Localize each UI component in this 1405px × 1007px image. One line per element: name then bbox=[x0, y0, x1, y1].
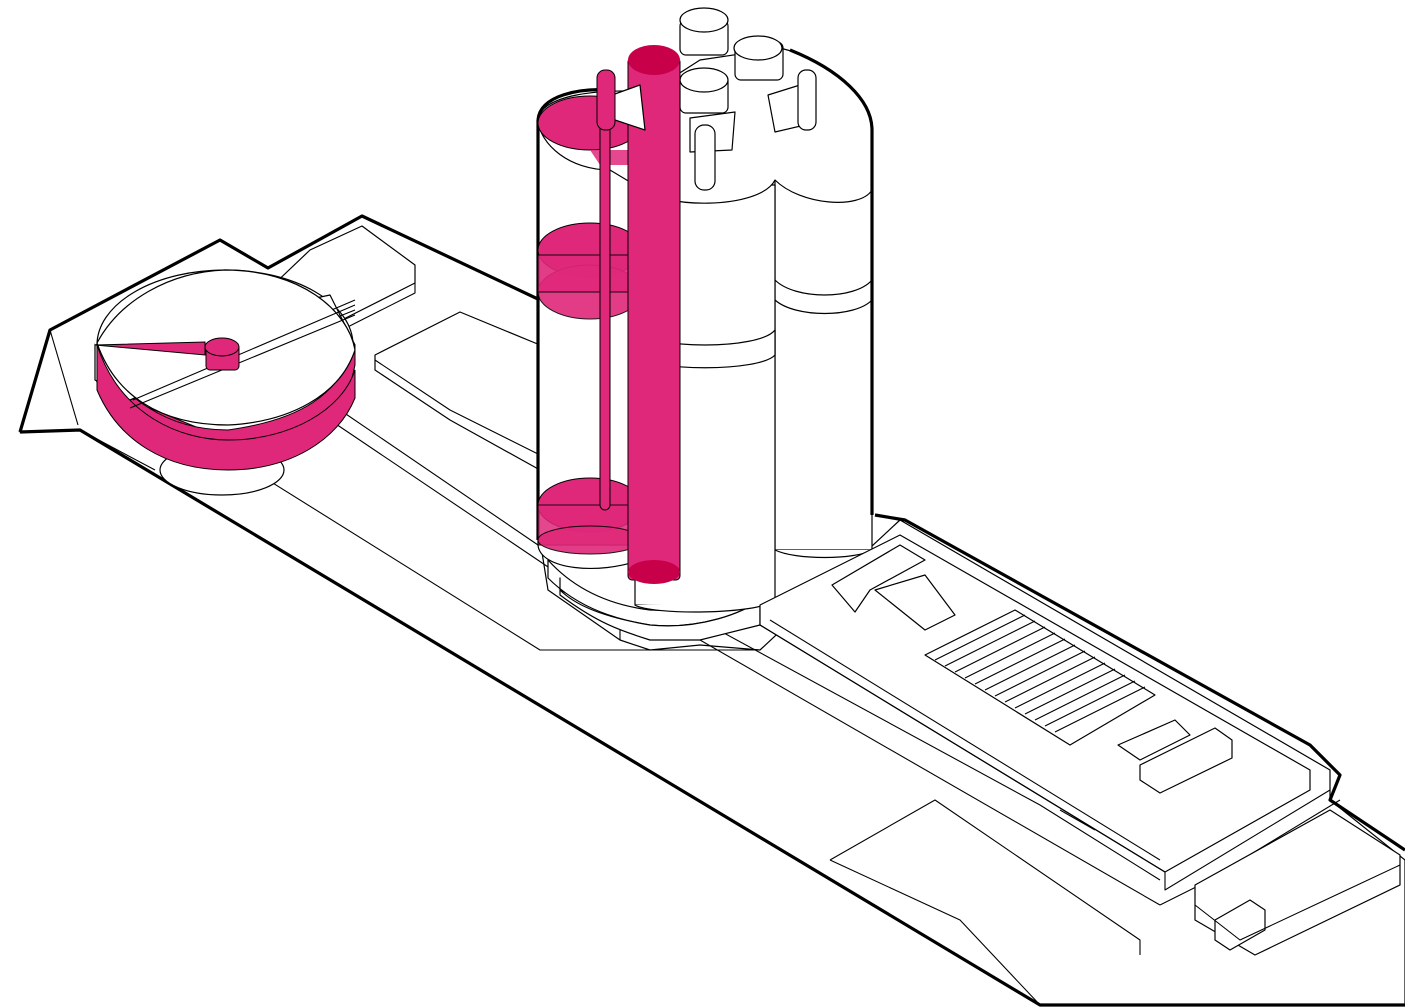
right-wing bbox=[759, 534, 1401, 956]
outline-shape bbox=[49, 329, 79, 426]
tower-crown bbox=[596, 7, 817, 191]
outline-shape bbox=[679, 7, 729, 33]
outline-shape bbox=[132, 304, 356, 401]
outline-shape bbox=[994, 650, 1086, 697]
outline-shape bbox=[18, 214, 541, 433]
outline-shape bbox=[694, 124, 716, 191]
outline-shape bbox=[944, 620, 1036, 667]
outline-shape bbox=[129, 314, 356, 409]
outline-shape bbox=[1004, 656, 1096, 703]
outline-shape bbox=[1014, 662, 1106, 709]
outline-shape bbox=[874, 513, 1405, 852]
outline-shape bbox=[1117, 719, 1191, 761]
outline-shape bbox=[79, 429, 156, 471]
outline-shape bbox=[831, 544, 926, 613]
outline-shape bbox=[1044, 680, 1136, 727]
outline-shape bbox=[759, 624, 1331, 891]
outline-shape bbox=[374, 359, 541, 456]
outline-shape bbox=[1059, 809, 1096, 831]
outline-shape bbox=[769, 619, 1161, 861]
outline-shape bbox=[733, 35, 783, 61]
outline-shape bbox=[829, 859, 1041, 1006]
highlighted-shape bbox=[96, 344, 356, 471]
outline-shape bbox=[1054, 686, 1146, 733]
stair-shaft-thin bbox=[599, 84, 611, 511]
outline-shape bbox=[699, 619, 1161, 881]
outline-shape bbox=[974, 638, 1066, 685]
outline-shape bbox=[774, 179, 873, 551]
outline-shape bbox=[984, 644, 1076, 691]
outline-shape bbox=[1024, 668, 1116, 715]
outline-shape bbox=[1214, 899, 1266, 951]
highlighted-shape bbox=[204, 337, 240, 357]
stair-treads bbox=[934, 614, 1146, 733]
highlighted-shape bbox=[596, 69, 616, 131]
outline-shape bbox=[829, 799, 1141, 955]
dome bbox=[94, 269, 356, 496]
outline-shape bbox=[559, 577, 761, 641]
outline-shape bbox=[1139, 727, 1233, 794]
outline-shape bbox=[874, 574, 956, 631]
highlighted-shape bbox=[537, 525, 643, 555]
outline-shape bbox=[934, 614, 1026, 661]
highlighted-shape bbox=[628, 45, 680, 75]
outline-shape bbox=[679, 67, 729, 93]
highlighted-shape bbox=[537, 254, 639, 293]
outline-shape bbox=[797, 69, 817, 131]
outline-shape bbox=[964, 632, 1056, 679]
outline-shape bbox=[1194, 864, 1401, 941]
outline-shape bbox=[954, 626, 1046, 673]
outline-shape bbox=[789, 48, 874, 515]
highlighted-shape bbox=[628, 560, 680, 584]
outline-shape bbox=[699, 639, 1161, 906]
vertical-circulation-core bbox=[627, 57, 681, 581]
outline-shape bbox=[1034, 674, 1126, 721]
outline-shape bbox=[339, 409, 561, 561]
